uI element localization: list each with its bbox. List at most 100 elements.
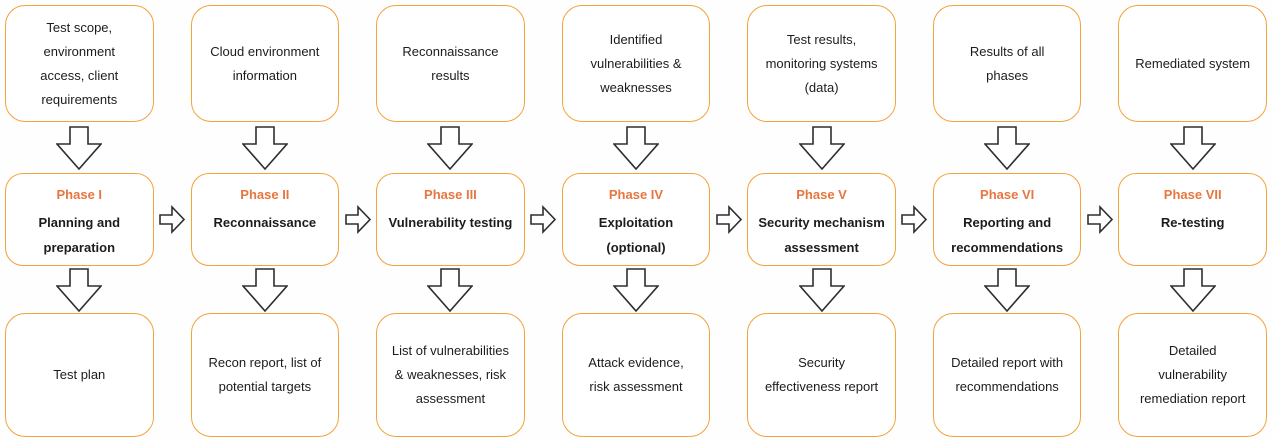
block-arrow-right-icon — [1087, 205, 1113, 234]
block-arrow-down-icon — [56, 125, 103, 170]
output-box: Detailed report with recommendations — [932, 313, 1082, 437]
down-arrow — [5, 122, 154, 173]
output-box: Detailed vulnerability remediation repor… — [1118, 313, 1267, 437]
phase-title-line: Reporting and — [963, 215, 1052, 230]
right-arrow — [896, 173, 933, 266]
phase-title-line: preparation — [43, 240, 116, 255]
down-arrow — [747, 266, 896, 313]
phase-box: Phase IV Exploitation (optional) — [561, 173, 711, 266]
output-text-line: & weaknesses, risk — [394, 367, 507, 382]
input-text-line: Test results, — [786, 31, 857, 47]
block-arrow-down-icon — [427, 125, 474, 170]
phase-box: Phase III Vulnerability testing — [376, 173, 525, 266]
input-text-line: vulnerabilities & — [590, 55, 682, 71]
output-text-line: List of vulnerabilities — [391, 343, 509, 358]
input-text-line: results — [431, 67, 470, 83]
output-box: List of vulnerabilities & weaknesses, ri… — [376, 313, 525, 437]
input-text-line: requirements — [41, 91, 118, 107]
down-arrow — [562, 266, 711, 313]
phase-box: Phase II Reconnaissance — [190, 173, 340, 266]
phase-title-line: Vulnerability testing — [388, 215, 513, 230]
right-arrow — [525, 173, 562, 266]
output-text-line: Test plan — [53, 367, 106, 382]
phase-box: Phase V Security mechanism assessment — [747, 173, 896, 266]
right-arrow — [710, 173, 747, 266]
phase-label: Phase III — [424, 187, 477, 202]
input-text-line: monitoring systems — [765, 55, 878, 71]
input-text-line: weaknesses — [600, 79, 672, 95]
output-text-line: Security — [798, 355, 846, 370]
output-box: Security effectiveness report — [747, 313, 896, 437]
phase-title-line: recommendations — [951, 240, 1064, 255]
input-text-line: phases — [986, 67, 1029, 83]
input-text-line: information — [232, 67, 297, 83]
right-arrow — [339, 173, 376, 266]
right-arrow — [154, 173, 191, 266]
input-box: Cloud environment information — [190, 5, 340, 122]
down-arrow — [191, 122, 340, 173]
block-arrow-right-icon — [901, 205, 928, 234]
phase-label: Phase II — [240, 187, 290, 202]
input-text-line: Remediated system — [1135, 55, 1251, 71]
down-arrow — [562, 122, 711, 173]
output-box: Attack evidence, risk assessment — [561, 313, 711, 437]
phase-title-line: (optional) — [606, 240, 666, 255]
phase-label: Phase V — [796, 187, 847, 202]
block-arrow-down-icon — [798, 125, 845, 170]
block-arrow-down-icon — [612, 267, 659, 312]
output-text-line: Detailed — [1168, 343, 1217, 358]
down-arrow — [376, 266, 525, 313]
down-arrow — [933, 266, 1082, 313]
block-arrow-down-icon — [1169, 267, 1216, 312]
down-arrow — [747, 122, 896, 173]
block-arrow-down-icon — [427, 267, 474, 312]
input-box: Remediated system — [1118, 5, 1267, 122]
block-arrow-down-icon — [1169, 125, 1216, 170]
output-text-line: recommendations — [955, 379, 1059, 394]
input-box: Reconnaissance results — [376, 5, 525, 122]
phase-box: Phase I Planning and preparation — [5, 173, 154, 266]
input-box: Test results, monitoring systems (data) — [747, 5, 896, 122]
phase-label: Phase IV — [608, 187, 664, 202]
phase-label: Phase VI — [980, 187, 1035, 202]
output-text-line: remediation report — [1139, 391, 1246, 406]
phase-title-line: Reconnaissance — [213, 215, 317, 230]
output-text-line: assessment — [415, 391, 486, 406]
down-arrow — [191, 266, 340, 313]
input-box: Test scope, environment access, client r… — [5, 5, 154, 122]
output-text-line: vulnerability — [1158, 367, 1228, 382]
block-arrow-down-icon — [984, 125, 1031, 170]
input-text-line: Identified — [609, 31, 663, 47]
block-arrow-down-icon — [241, 125, 288, 170]
down-arrow — [376, 122, 525, 173]
phase-box: Phase VI Reporting and recommendations — [932, 173, 1082, 266]
block-arrow-down-icon — [241, 267, 288, 312]
phase-title-line: Planning and — [38, 215, 121, 230]
down-arrow — [1118, 122, 1267, 173]
phase-label: Phase I — [56, 187, 103, 202]
right-arrow — [1081, 173, 1118, 266]
output-text-line: potential targets — [218, 379, 312, 394]
block-arrow-down-icon — [612, 125, 659, 170]
down-arrow — [1118, 266, 1267, 313]
phase-title-line: Exploitation — [598, 215, 674, 230]
phase-title-line: Re-testing — [1160, 215, 1225, 230]
input-text-line: Test scope, — [46, 19, 113, 35]
block-arrow-right-icon — [344, 205, 371, 234]
input-box: Identified vulnerabilities & weaknesses — [561, 5, 711, 122]
output-text-line: Attack evidence, — [588, 355, 684, 370]
phase-box: Phase VII Re-testing — [1118, 173, 1267, 266]
output-box: Test plan — [5, 313, 154, 437]
input-text-line: Reconnaissance — [402, 43, 499, 59]
input-text-line: environment — [43, 43, 116, 59]
block-arrow-down-icon — [798, 267, 845, 312]
phase-label: Phase VII — [1163, 187, 1222, 202]
output-text-line: effectiveness report — [764, 379, 879, 394]
output-text-line: Recon report, list of — [208, 355, 322, 370]
block-arrow-right-icon — [715, 205, 742, 234]
input-text-line: access, client — [40, 67, 119, 83]
block-arrow-down-icon — [984, 267, 1031, 312]
output-text-line: risk assessment — [589, 379, 683, 394]
output-box: Recon report, list of potential targets — [190, 313, 340, 437]
input-text-line: Results of all — [969, 43, 1045, 59]
